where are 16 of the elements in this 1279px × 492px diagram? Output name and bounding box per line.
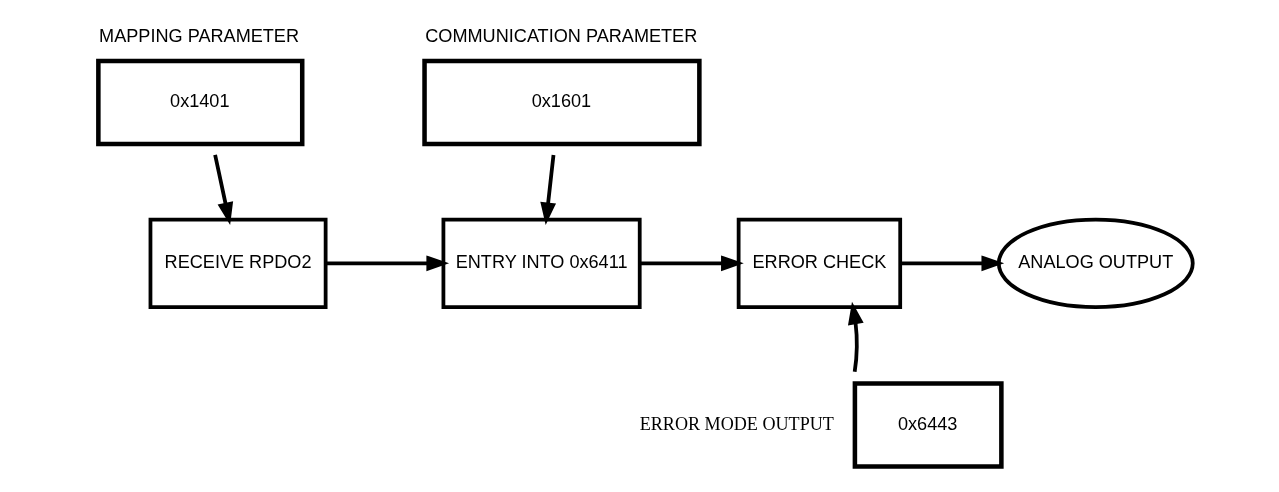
node-label: ERROR MODE OUTPUT — [639, 413, 834, 434]
node-box: ENTRY INTO 0x6411 — [441, 217, 642, 310]
arrow — [539, 154, 556, 226]
arrow — [325, 255, 449, 272]
arrow — [899, 255, 1004, 272]
node-label: MAPPING PARAMETER — [98, 25, 299, 46]
node-box: RECEIVE RPDO2 — [148, 217, 327, 310]
node-box: 0x6443 — [852, 381, 1004, 469]
node-box: 0x1401 — [95, 58, 304, 147]
node-label: COMMUNICATION PARAMETER — [424, 25, 697, 46]
node-box: ERROR CHECK — [736, 217, 902, 310]
node-box: 0x1601 — [421, 58, 702, 147]
arrow — [639, 255, 744, 272]
node-ellipse: ANALOG OUTPUT — [996, 217, 1195, 310]
arrow — [212, 154, 233, 225]
arrow — [847, 301, 864, 373]
